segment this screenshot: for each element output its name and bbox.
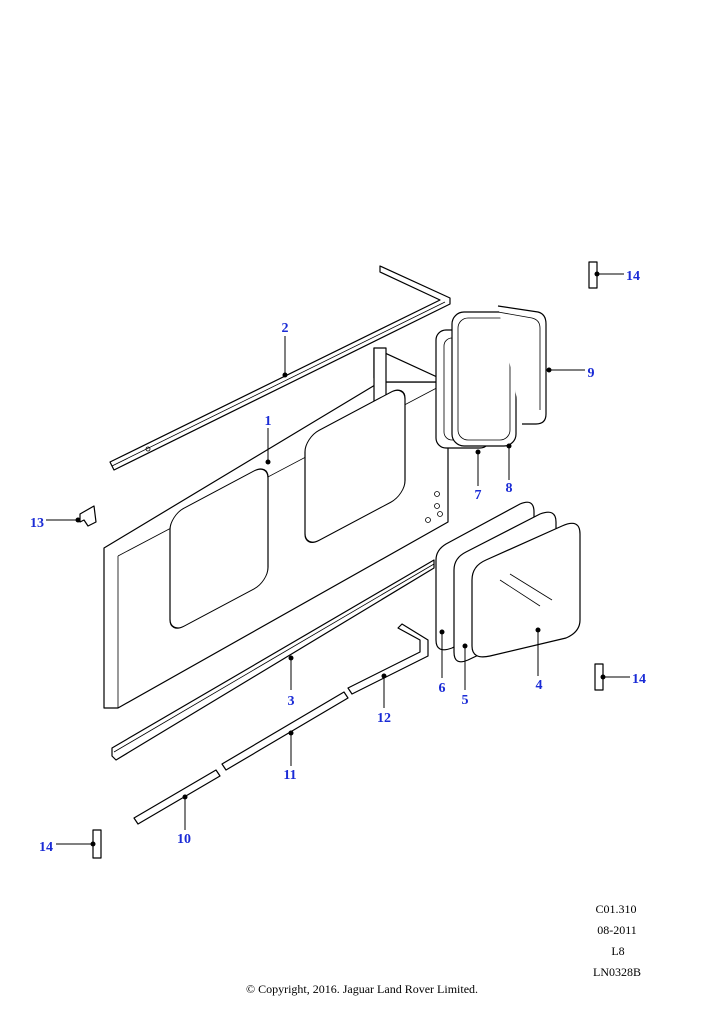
callout-6: 6 [439,681,446,696]
reference-code: C01.310 [595,902,637,916]
part-9-upper-channel [497,305,547,425]
part-3-lower-channel [111,559,435,761]
callout-1: 1 [265,414,272,429]
callout-10: 10 [177,832,191,847]
part-11-strip [221,691,349,771]
callout-9: 9 [588,366,595,381]
part-2-top-channel [109,265,451,471]
callout-14-mid: 14 [632,672,646,687]
callout-5: 5 [462,693,469,708]
callout-14-bottom: 14 [39,840,53,855]
callout-4: 4 [536,678,543,693]
leader-lines [46,271,630,847]
part-10-strip [133,769,221,825]
copyright-notice: © Copyright, 2016. Jaguar Land Rover Lim… [245,982,479,996]
callout-7: 7 [475,488,482,503]
callout-3: 3 [288,694,295,709]
callout-2: 2 [282,321,289,336]
reference-date: 08-2011 [597,923,637,937]
reference-level: L8 [611,944,625,958]
part-4-lower-glass [471,522,581,658]
callout-12: 12 [377,711,391,726]
part-13-bracket [79,505,97,527]
drawing-number: LN0328B [593,965,641,979]
callout-13: 13 [30,516,44,531]
callout-8: 8 [506,481,513,496]
callout-11: 11 [283,768,296,783]
part-12-corner-strip [347,623,429,695]
part-1-side-panel [103,347,449,709]
callout-14-top: 14 [626,269,640,284]
part-8-upper-seal [451,311,517,447]
